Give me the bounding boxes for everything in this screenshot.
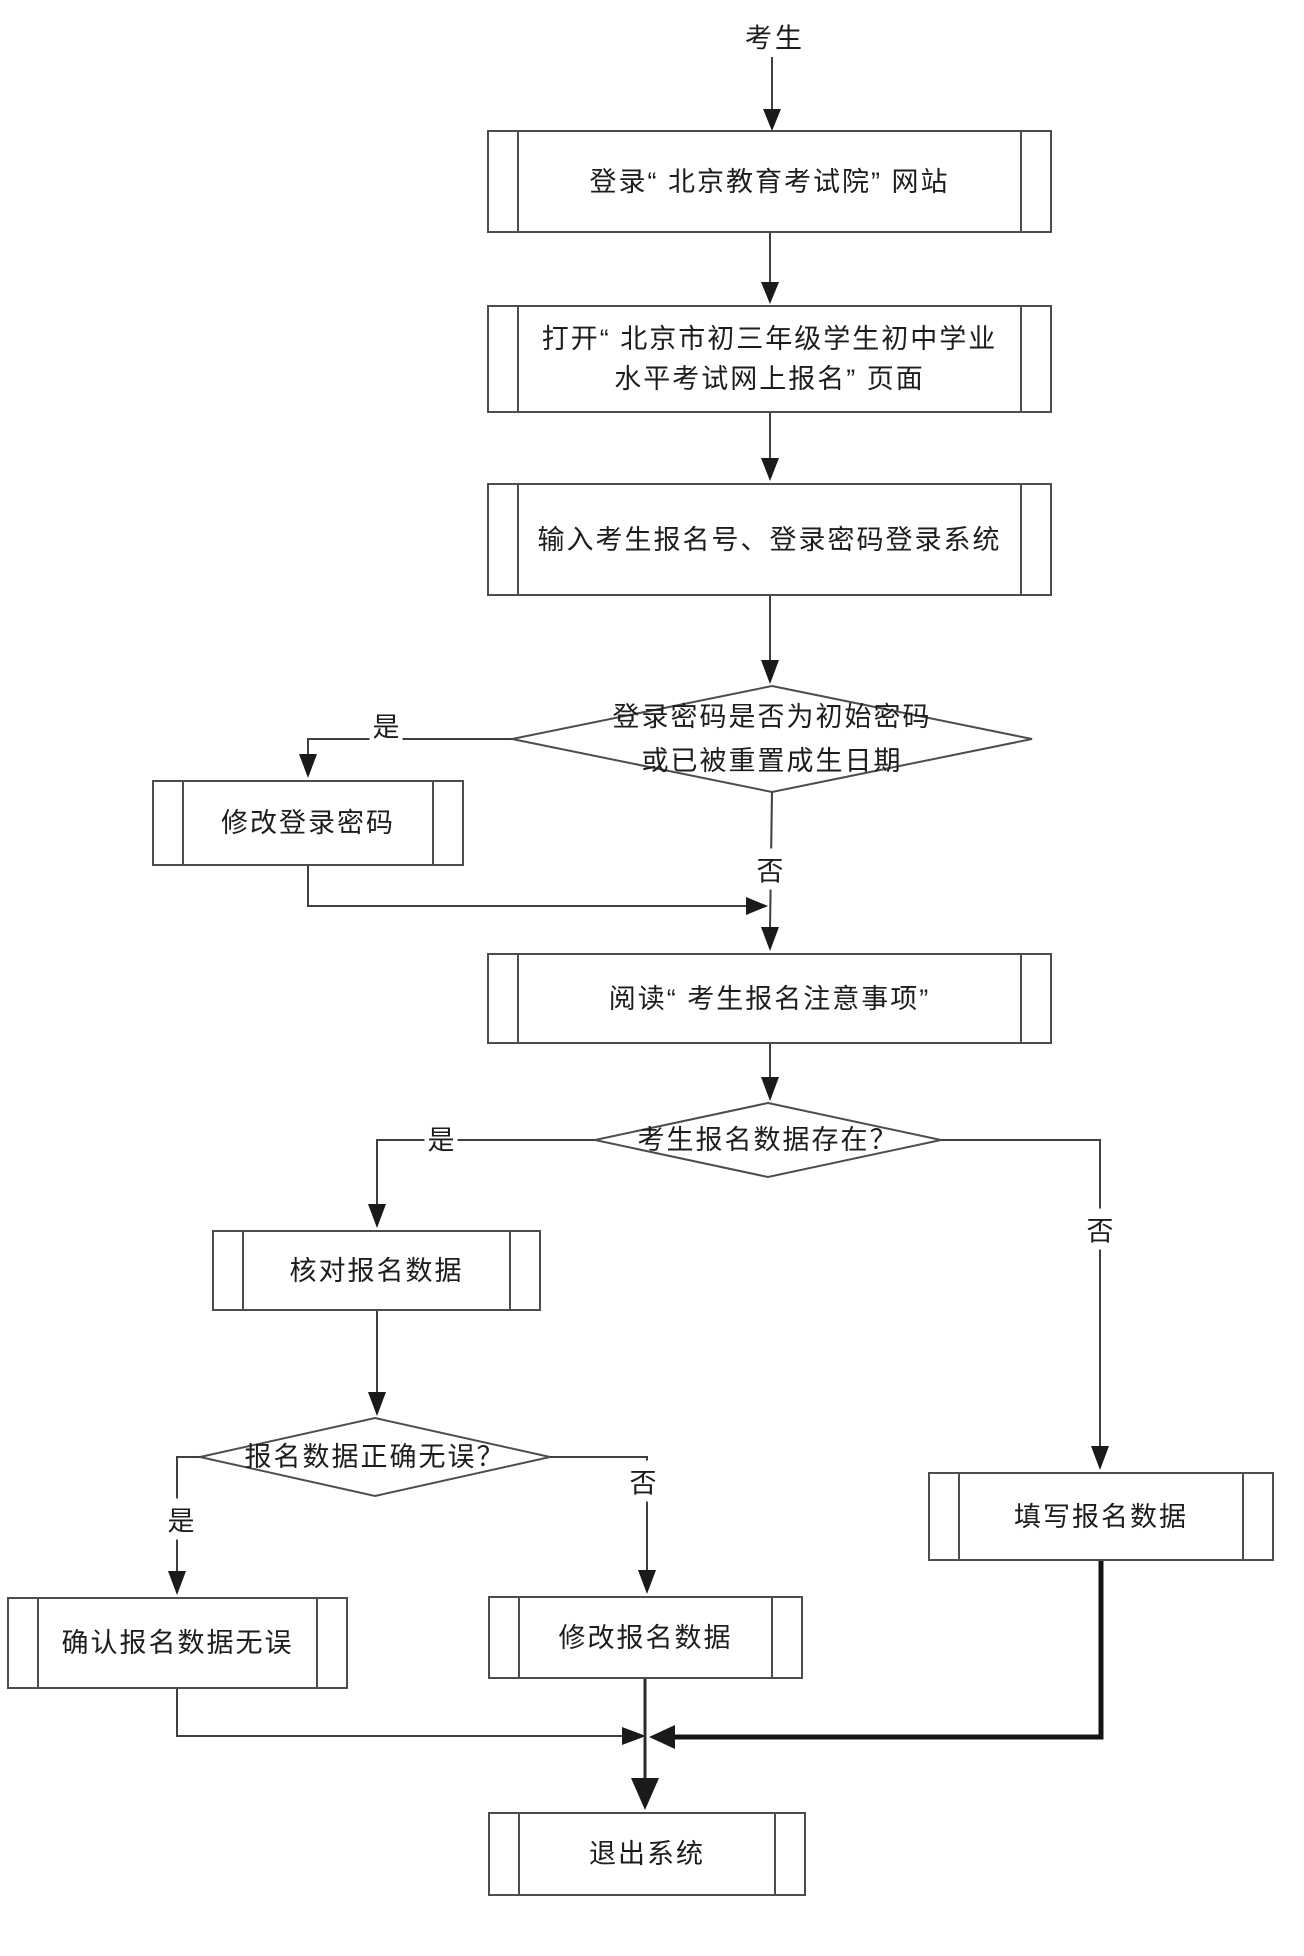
- subroutine-bar-left: [958, 1474, 960, 1559]
- edge-changepassword-to-mainline: [307, 866, 768, 915]
- label-d3-no: 否: [626, 1460, 660, 1502]
- node-open-page-line2: 水平考试网上报名” 页面: [614, 364, 925, 394]
- subroutine-bar-left: [517, 132, 519, 231]
- subroutine-bar-right: [1020, 955, 1022, 1042]
- subroutine-bar-left: [518, 1598, 520, 1677]
- node-modify-data: 修改报名数据: [488, 1596, 803, 1679]
- subroutine-bar-right: [771, 1598, 773, 1677]
- edge-start-to-login: [763, 57, 781, 131]
- node-change-password-text: 修改登录密码: [221, 808, 395, 838]
- node-open-page: 打开“ 北京市初三年级学生初中学业 水平考试网上报名” 页面: [487, 305, 1052, 413]
- edge-confirmdata-to-merge: [176, 1689, 646, 1745]
- decision-data-correct-shape: [199, 1416, 551, 1498]
- edge-readnotice-to-dataexists: [761, 1044, 779, 1101]
- node-fill-data: 填写报名数据: [928, 1472, 1274, 1561]
- edge-d2-yes-to-verifydata: [368, 1139, 595, 1228]
- node-open-page-line1: 打开“ 北京市初三年级学生初中学业: [541, 324, 998, 354]
- subroutine-bar-right: [432, 782, 434, 864]
- edge-openpage-to-credentials: [761, 413, 779, 481]
- label-d1-no: 否: [753, 848, 787, 890]
- edge-d3-no-to-modifydata: [550, 1456, 656, 1594]
- node-enter-credentials: 输入考生报名号、登录密码登录系统: [487, 483, 1052, 596]
- subroutine-bar-right: [1020, 132, 1022, 231]
- edge-merge-to-exit: [631, 1679, 659, 1810]
- node-enter-credentials-text: 输入考生报名号、登录密码登录系统: [537, 524, 1002, 555]
- node-read-notice: 阅读“ 考生报名注意事项”: [487, 953, 1052, 1044]
- subroutine-bar-left: [517, 307, 519, 411]
- decision-data-correct-text: 报名数据正确无误？: [200, 1436, 550, 1478]
- edge-d2-no-to-filldata: [941, 1139, 1109, 1470]
- subroutine-bar-left: [517, 485, 519, 594]
- decision-data-exists-text: 考生报名数据存在？: [593, 1119, 943, 1161]
- node-confirm-data-text: 确认报名数据无误: [61, 1628, 294, 1658]
- node-verify-data-text: 核对报名数据: [289, 1255, 464, 1286]
- node-fill-data-text: 填写报名数据: [1014, 1501, 1188, 1532]
- node-verify-data: 核对报名数据: [212, 1230, 541, 1311]
- node-confirm-data: 确认报名数据无误: [7, 1597, 348, 1689]
- label-d2-yes: 是: [424, 1117, 458, 1159]
- subroutine-bar-right: [509, 1232, 511, 1309]
- label-d3-yes: 是: [164, 1498, 198, 1540]
- subroutine-bar-left: [517, 955, 519, 1042]
- decision-data-exists-line: 考生报名数据存在？: [637, 1125, 899, 1155]
- decision-password-check-line1: 登录密码是否为初始密码: [612, 702, 932, 732]
- node-exit-system: 退出系统: [488, 1812, 806, 1896]
- label-d2-no: 否: [1083, 1208, 1117, 1250]
- start-label: 考生: [745, 23, 805, 54]
- decision-password-check-line2: 或已被重置成生日期: [641, 746, 903, 776]
- edge-verifydata-to-datacorrect: [368, 1311, 386, 1416]
- node-change-password: 修改登录密码: [152, 780, 464, 866]
- decision-data-correct-line: 报名数据正确无误？: [244, 1442, 506, 1472]
- subroutine-bar-right: [1020, 485, 1022, 594]
- decision-data-exists-shape: [594, 1101, 942, 1179]
- node-login-site-text: 登录“ 北京教育考试院” 网站: [589, 166, 950, 197]
- node-modify-data-text: 修改报名数据: [558, 1622, 733, 1653]
- edge-credentials-to-passwordcheck: [761, 596, 779, 684]
- subroutine-bar-right: [1242, 1474, 1244, 1559]
- node-read-notice-text: 阅读“ 考生报名注意事项”: [608, 983, 931, 1014]
- subroutine-bar-left: [518, 1814, 520, 1894]
- decision-password-check-text: 登录密码是否为初始密码 或已被重置成生日期: [512, 692, 1032, 786]
- subroutine-bar-right: [316, 1599, 318, 1687]
- node-login-site: 登录“ 北京教育考试院” 网站: [487, 130, 1052, 233]
- edge-login-to-openpage: [761, 232, 779, 304]
- subroutine-bar-right: [774, 1814, 776, 1894]
- subroutine-bar-left: [37, 1599, 39, 1687]
- subroutine-bar-left: [182, 782, 184, 864]
- subroutine-bar-left: [242, 1232, 244, 1309]
- subroutine-bar-right: [1020, 307, 1022, 411]
- edge-filldata-to-merge: [649, 1560, 1104, 1749]
- edge-d1-yes-to-changepassword: [299, 738, 512, 778]
- node-exit-system-text: 退出系统: [589, 1839, 705, 1869]
- label-d1-yes: 是: [369, 704, 403, 746]
